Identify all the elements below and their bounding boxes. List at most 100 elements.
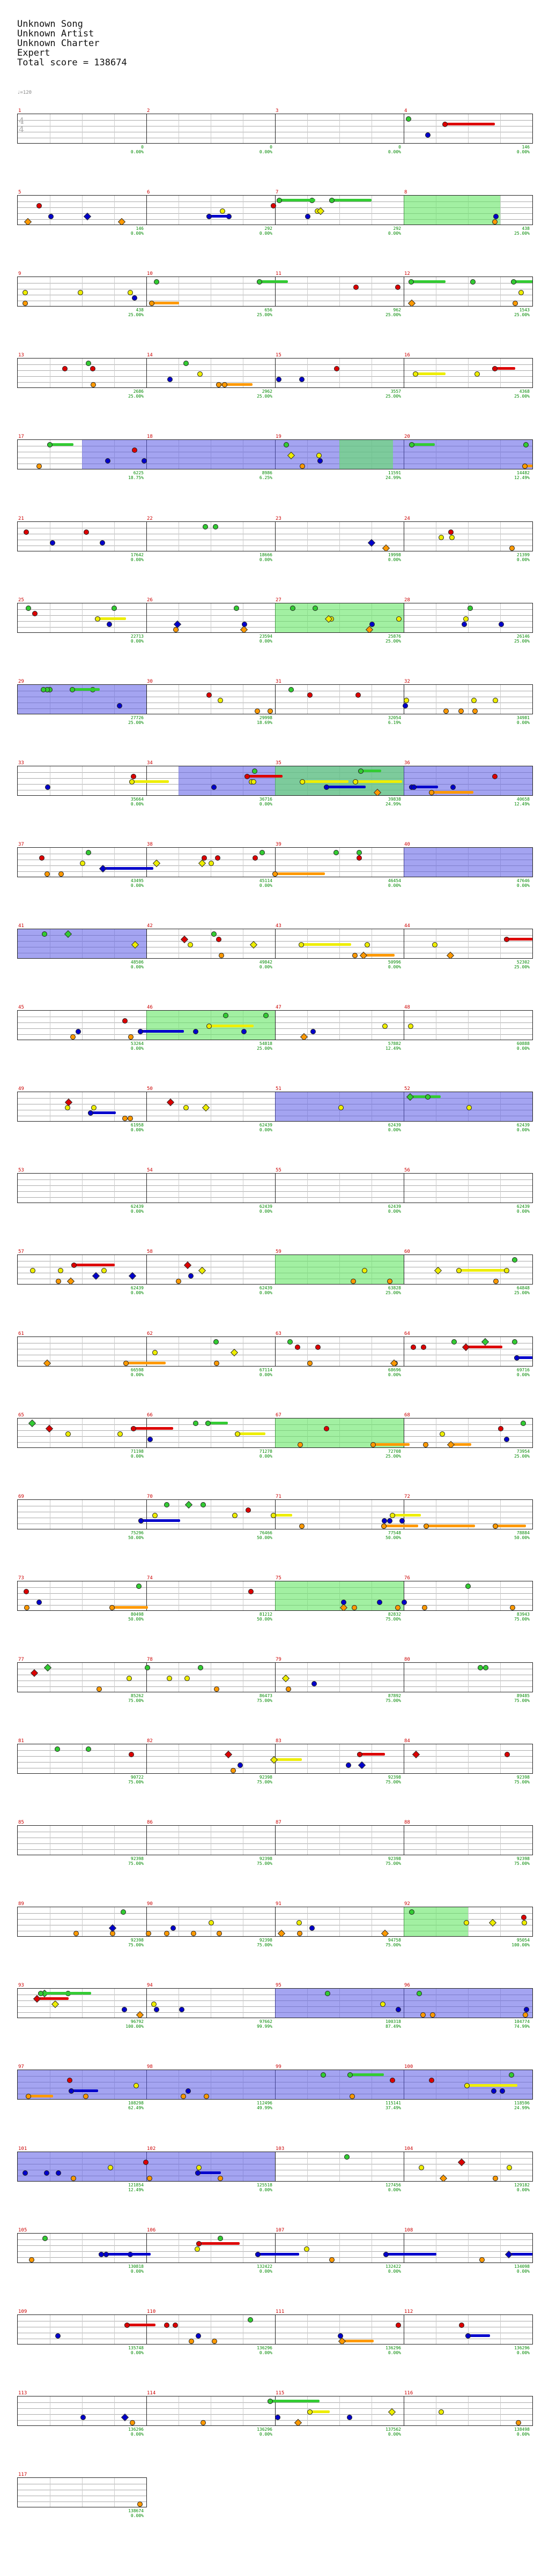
- staff: [17, 1825, 533, 1855]
- sustain-tail: [357, 1753, 385, 1756]
- measure-bar: [275, 2234, 276, 2263]
- beat-line: [339, 1337, 340, 1366]
- note-green: [523, 442, 529, 447]
- beat-line: [468, 1418, 469, 1447]
- measure-bar: [146, 196, 147, 225]
- beat-line: [500, 114, 501, 143]
- star-power-percent: 0.00%: [259, 802, 272, 807]
- star-power-percent: 87.49%: [385, 2024, 401, 2029]
- measure-bar: [275, 522, 276, 551]
- note-orange: [73, 1931, 79, 1936]
- note-red: [334, 366, 339, 371]
- beat-line: [500, 1418, 501, 1447]
- staff: [17, 766, 533, 796]
- cumulative-score: 62439: [259, 1204, 272, 1209]
- beat-line: [468, 277, 469, 306]
- note-orange: [123, 1361, 129, 1366]
- note-orange: [493, 2176, 498, 2181]
- beat-line: [114, 1092, 115, 1121]
- beat-line: [82, 1989, 83, 2018]
- measure-number: 91: [276, 1901, 281, 1907]
- note-blue: [324, 785, 329, 790]
- sustain-tail: [206, 215, 229, 218]
- star-power-percent: 24.99%: [385, 802, 401, 807]
- sustain-tail: [390, 1514, 421, 1517]
- note-green: [409, 442, 414, 447]
- note-red: [492, 774, 498, 779]
- note-red: [124, 2323, 130, 2328]
- note-orange: [147, 2176, 152, 2181]
- beat-line: [82, 1500, 83, 1529]
- note-orange: [212, 2339, 217, 2344]
- star-power-region: [404, 848, 532, 877]
- note-green: [325, 1991, 330, 1996]
- star-power-percent: 0.00%: [130, 1209, 144, 1214]
- note-blue: [311, 1681, 317, 1686]
- beat-line: [500, 1744, 501, 1773]
- sustain-tail: [129, 780, 169, 783]
- note-red: [353, 285, 359, 290]
- cumulative-score: 32054: [388, 715, 401, 720]
- note-orange: [352, 953, 358, 958]
- cumulative-score: 48506: [130, 960, 144, 965]
- cumulative-score: 76466: [259, 1530, 272, 1535]
- beat-line: [468, 114, 469, 143]
- star-power-percent: 0.00%: [516, 1046, 530, 1051]
- sustain-tail: [409, 280, 446, 283]
- note-yellow: [353, 779, 358, 785]
- note-blue: [500, 2088, 505, 2094]
- measure-number: 45: [18, 1005, 24, 1010]
- staff: [17, 1662, 533, 1692]
- note-blue: [403, 703, 408, 708]
- measure-number: 109: [18, 2309, 27, 2314]
- note-red: [271, 203, 276, 208]
- note-blue: [425, 132, 431, 138]
- beat-line: [468, 1826, 469, 1855]
- sustain-tail: [235, 1432, 265, 1435]
- cumulative-score: 68696: [388, 1368, 401, 1372]
- star-power-percent: 25.00%: [385, 639, 401, 644]
- cumulative-score: 92398: [259, 1938, 272, 1943]
- beat-line: [339, 1663, 340, 1692]
- note-yellow: [507, 2165, 512, 2170]
- cumulative-score: 29998: [259, 715, 272, 720]
- note-red: [244, 774, 250, 779]
- star-note: [412, 1750, 420, 1759]
- beat-line: [82, 359, 83, 387]
- note-orange: [44, 871, 50, 877]
- beat-line: [307, 1337, 308, 1366]
- note-orange: [217, 1931, 222, 1936]
- cumulative-score: 962: [393, 308, 401, 312]
- measure-number: 110: [147, 2309, 156, 2314]
- measure-number: 7: [276, 190, 279, 195]
- staff: [17, 1255, 533, 1285]
- cumulative-score: 25876: [388, 634, 401, 639]
- note-red: [459, 2323, 464, 2328]
- measure-bar: [275, 1011, 276, 1040]
- measure-number: 12: [404, 271, 410, 277]
- note-yellow: [439, 535, 444, 540]
- measure-number: 15: [276, 353, 281, 358]
- measure-number: 96: [404, 1983, 410, 1988]
- cumulative-score: 47646: [516, 878, 530, 883]
- star-power-percent: 0.00%: [388, 1128, 401, 1132]
- note-orange: [255, 708, 260, 714]
- note-green: [145, 1665, 150, 1670]
- cumulative-score: 0: [398, 145, 401, 150]
- note-blue: [499, 622, 504, 627]
- sustain-tail: [465, 2334, 490, 2337]
- cumulative-score: 92398: [516, 1856, 530, 1861]
- staff: [17, 277, 533, 307]
- note-red: [498, 1426, 503, 1431]
- beat-line: [500, 196, 501, 225]
- note-orange: [214, 1361, 219, 1366]
- note-green: [268, 2399, 273, 2404]
- cumulative-score: 138498: [514, 2427, 530, 2432]
- measure-bar: [146, 1418, 147, 1447]
- measure-bar: [146, 1663, 147, 1692]
- beat-line: [468, 2396, 469, 2425]
- staff: [17, 1907, 533, 1937]
- note-blue: [491, 2088, 496, 2094]
- star-power-percent: 0.00%: [388, 965, 401, 969]
- measure-bar: [275, 2396, 276, 2425]
